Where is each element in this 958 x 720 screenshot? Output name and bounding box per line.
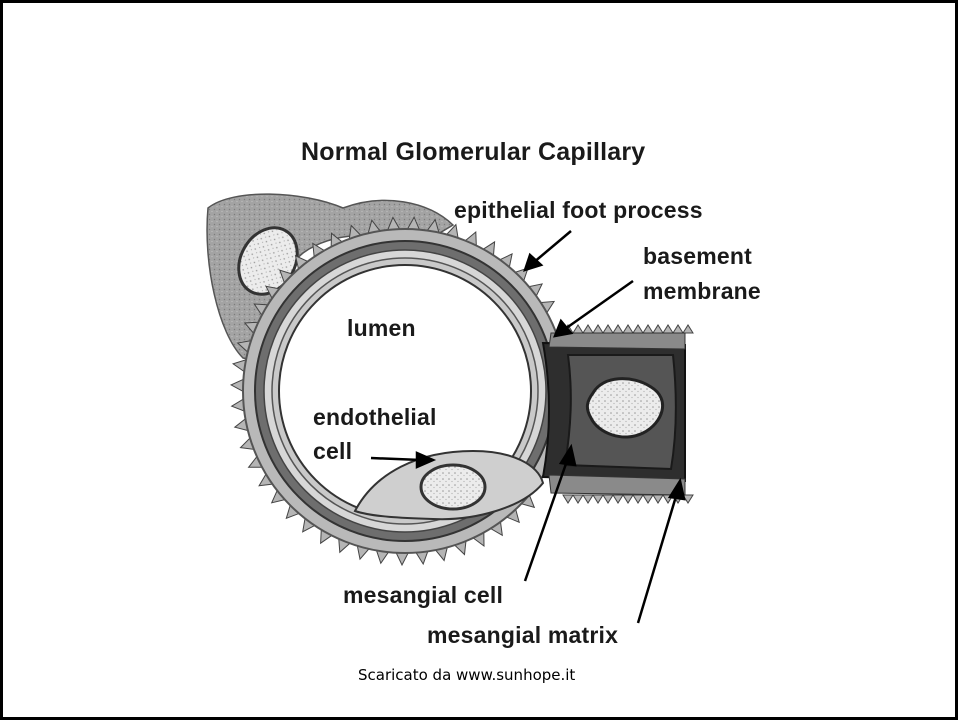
label-epithelial-foot-process: epithelial foot process: [454, 196, 703, 224]
label-basement-membrane-line2: membrane: [643, 277, 761, 305]
label-basement-membrane-line1: basement: [643, 242, 752, 270]
arrow-epithelial-foot-process: [533, 231, 571, 263]
label-lumen: lumen: [347, 314, 416, 342]
foot-process: [573, 495, 583, 503]
foot-process: [563, 495, 573, 503]
glomerular-capillary-illustration: [3, 3, 955, 717]
label-endothelial-cell-line2: cell: [313, 437, 352, 465]
foot-process: [643, 495, 653, 503]
foot-process: [603, 325, 613, 333]
arrow-mesangial-matrix: [638, 493, 677, 623]
label-mesangial-cell: mesangial cell: [343, 581, 503, 609]
foot-process: [663, 325, 673, 333]
foot-process: [623, 495, 633, 503]
mesangial-nucleus: [587, 379, 662, 437]
label-endothelial-cell-line1: endothelial: [313, 403, 437, 431]
foot-process: [583, 325, 593, 333]
foot-process: [653, 495, 663, 503]
foot-process: [593, 495, 603, 503]
foot-process: [673, 325, 683, 333]
foot-process: [683, 325, 693, 333]
foot-process: [593, 325, 603, 333]
foot-process: [653, 325, 663, 333]
endothelial-nucleus: [421, 465, 485, 509]
source-credit: Scaricato da www.sunhope.it: [358, 666, 575, 684]
arrow-basement-membrane: [565, 281, 633, 329]
diagram-title: Normal Glomerular Capillary: [301, 138, 645, 166]
label-mesangial-matrix: mesangial matrix: [427, 621, 618, 649]
foot-process: [613, 495, 623, 503]
foot-process: [573, 325, 583, 333]
foot-process: [623, 325, 633, 333]
foot-process: [583, 495, 593, 503]
foot-process: [633, 325, 643, 333]
foot-process: [613, 325, 623, 333]
foot-process: [643, 325, 653, 333]
foot-process: [603, 495, 613, 503]
foot-process: [633, 495, 643, 503]
